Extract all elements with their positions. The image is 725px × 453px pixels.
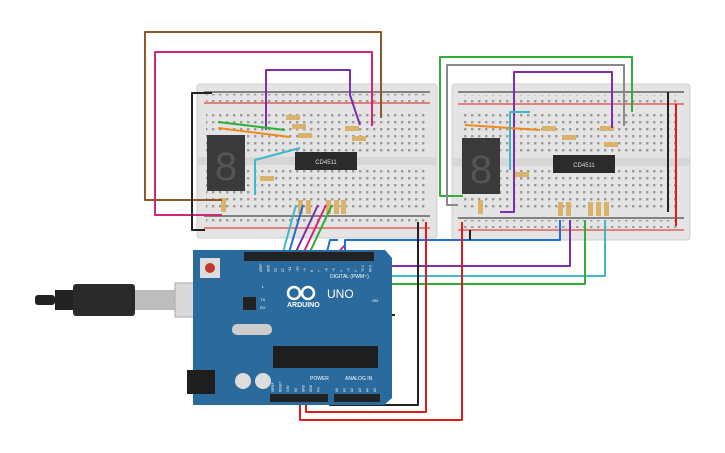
digital-header[interactable] [244,252,374,261]
digital-pin-label: ~6 [325,268,329,272]
resistor[interactable] [588,202,593,216]
wire-black[interactable] [191,92,212,231]
display-digit: 8 [470,148,492,192]
digital-pin-label: ~3 [347,268,351,272]
resistor[interactable] [542,126,556,131]
resistor[interactable] [221,198,226,212]
arduino-logo [286,285,316,301]
analog-pin-label: A1 [343,388,347,392]
resistor[interactable] [478,200,483,214]
digital-pin-label: RX 0 [369,265,373,272]
digital-pin-label: 12 [281,268,285,272]
resistor[interactable] [345,126,359,131]
resistor[interactable] [600,126,614,131]
resistor[interactable] [596,202,601,216]
wire-purple[interactable] [293,204,319,257]
digital-pin-label: ~5 [332,268,336,272]
power-pin-label: 3.3V [286,385,290,392]
wire-magenta[interactable] [154,51,373,216]
seven-segment-display-left[interactable]: 8 [207,135,245,191]
wire-cyan[interactable] [281,204,297,257]
analog-pin-label: A5 [373,388,377,392]
resistor[interactable] [292,124,306,129]
digital-pin-label: 7 [317,270,321,272]
resistor[interactable] [286,115,300,120]
analog-header[interactable] [334,394,380,402]
digital-pin-label: GND [266,264,270,272]
led-label-rx: RX [260,305,266,310]
atmega-chip [273,346,378,368]
cd4511-chip-left[interactable]: CD4511 [295,152,357,170]
usb-cable[interactable] [35,282,201,318]
digital-pin-label: TX 1 [361,265,365,272]
resistor[interactable] [566,202,571,216]
resistor[interactable] [604,142,618,147]
power-pin-label: GND [301,384,305,392]
digital-pin-label: ~10 [296,266,300,272]
wire-green[interactable] [307,204,333,257]
resistor[interactable] [334,200,339,214]
resistor[interactable] [298,200,303,214]
power-pin-label: 5V [294,387,298,392]
analog-pin-label: A4 [365,388,369,392]
wire-green[interactable] [217,121,286,131]
cd4511-chip-right[interactable]: CD4511 [553,155,615,173]
arduino-uno[interactable]: DIGITAL (PWM~) ARDUINO UNO ON L TX RX PO… [187,250,392,405]
digital-pin-label: 13 [274,268,278,272]
resistor[interactable] [306,200,311,214]
resistors [221,115,618,216]
analog-pin-label: A2 [350,388,354,392]
resistor[interactable] [558,202,563,216]
resistor[interactable] [298,133,312,138]
resistor[interactable] [260,176,274,181]
wire-purple[interactable] [265,69,361,130]
wire-purple[interactable] [500,71,613,213]
led-label-tx: TX [260,297,265,302]
digital-pin-label: 4 [339,270,343,272]
digital-label: DIGITAL (PWM~) [330,274,369,280]
digital-pin-label: ~11 [288,267,292,272]
digital-pin-label: 2 [354,270,358,272]
wire-brown[interactable] [144,31,382,201]
resistor[interactable] [604,202,609,216]
power-pin-label: IOREF [271,382,275,392]
analog-pin-label: A3 [358,388,362,392]
display-digit: 8 [215,145,237,189]
arduino-model: UNO [327,287,354,301]
wire-orange[interactable] [217,127,291,138]
wire-magenta[interactable] [301,204,327,257]
resistor[interactable] [341,200,346,214]
power-pin-label: Vin [317,387,321,392]
power-header[interactable] [270,394,328,402]
wire-cyan[interactable] [254,147,301,195]
power-jack[interactable] [187,370,215,394]
chip-label: CD4511 [315,160,337,166]
arduino-brand: ARDUINO [287,302,320,309]
digital-pin-label: 8 [310,270,314,272]
crystal [232,324,272,335]
wire-blue[interactable] [287,204,304,257]
wire-cyan[interactable] [509,111,530,170]
chip-label: CD4511 [573,163,595,169]
breadboard-left[interactable] [196,83,438,239]
wire-red-5v[interactable] [299,222,463,421]
led-label-l: L [262,284,265,289]
wire-gray[interactable] [446,64,625,206]
resistor[interactable] [352,136,366,141]
power-pin-label: GND [309,384,313,392]
analog-label: ANALOG IN [345,376,373,382]
seven-segment-display-right[interactable]: 8 [462,138,500,194]
analog-pin-label: A0 [335,388,339,392]
power-label: POWER [310,376,329,382]
resistor[interactable] [562,135,576,140]
digital-pin-label: AREF [259,263,263,272]
resistor[interactable] [515,172,529,177]
wire-blue[interactable] [344,220,561,258]
on-label: ON [372,298,378,303]
power-pin-label: RESET [279,381,283,392]
resistor[interactable] [326,200,331,214]
wire-orange[interactable] [464,124,541,131]
digital-pin-label: ~9 [303,268,307,272]
